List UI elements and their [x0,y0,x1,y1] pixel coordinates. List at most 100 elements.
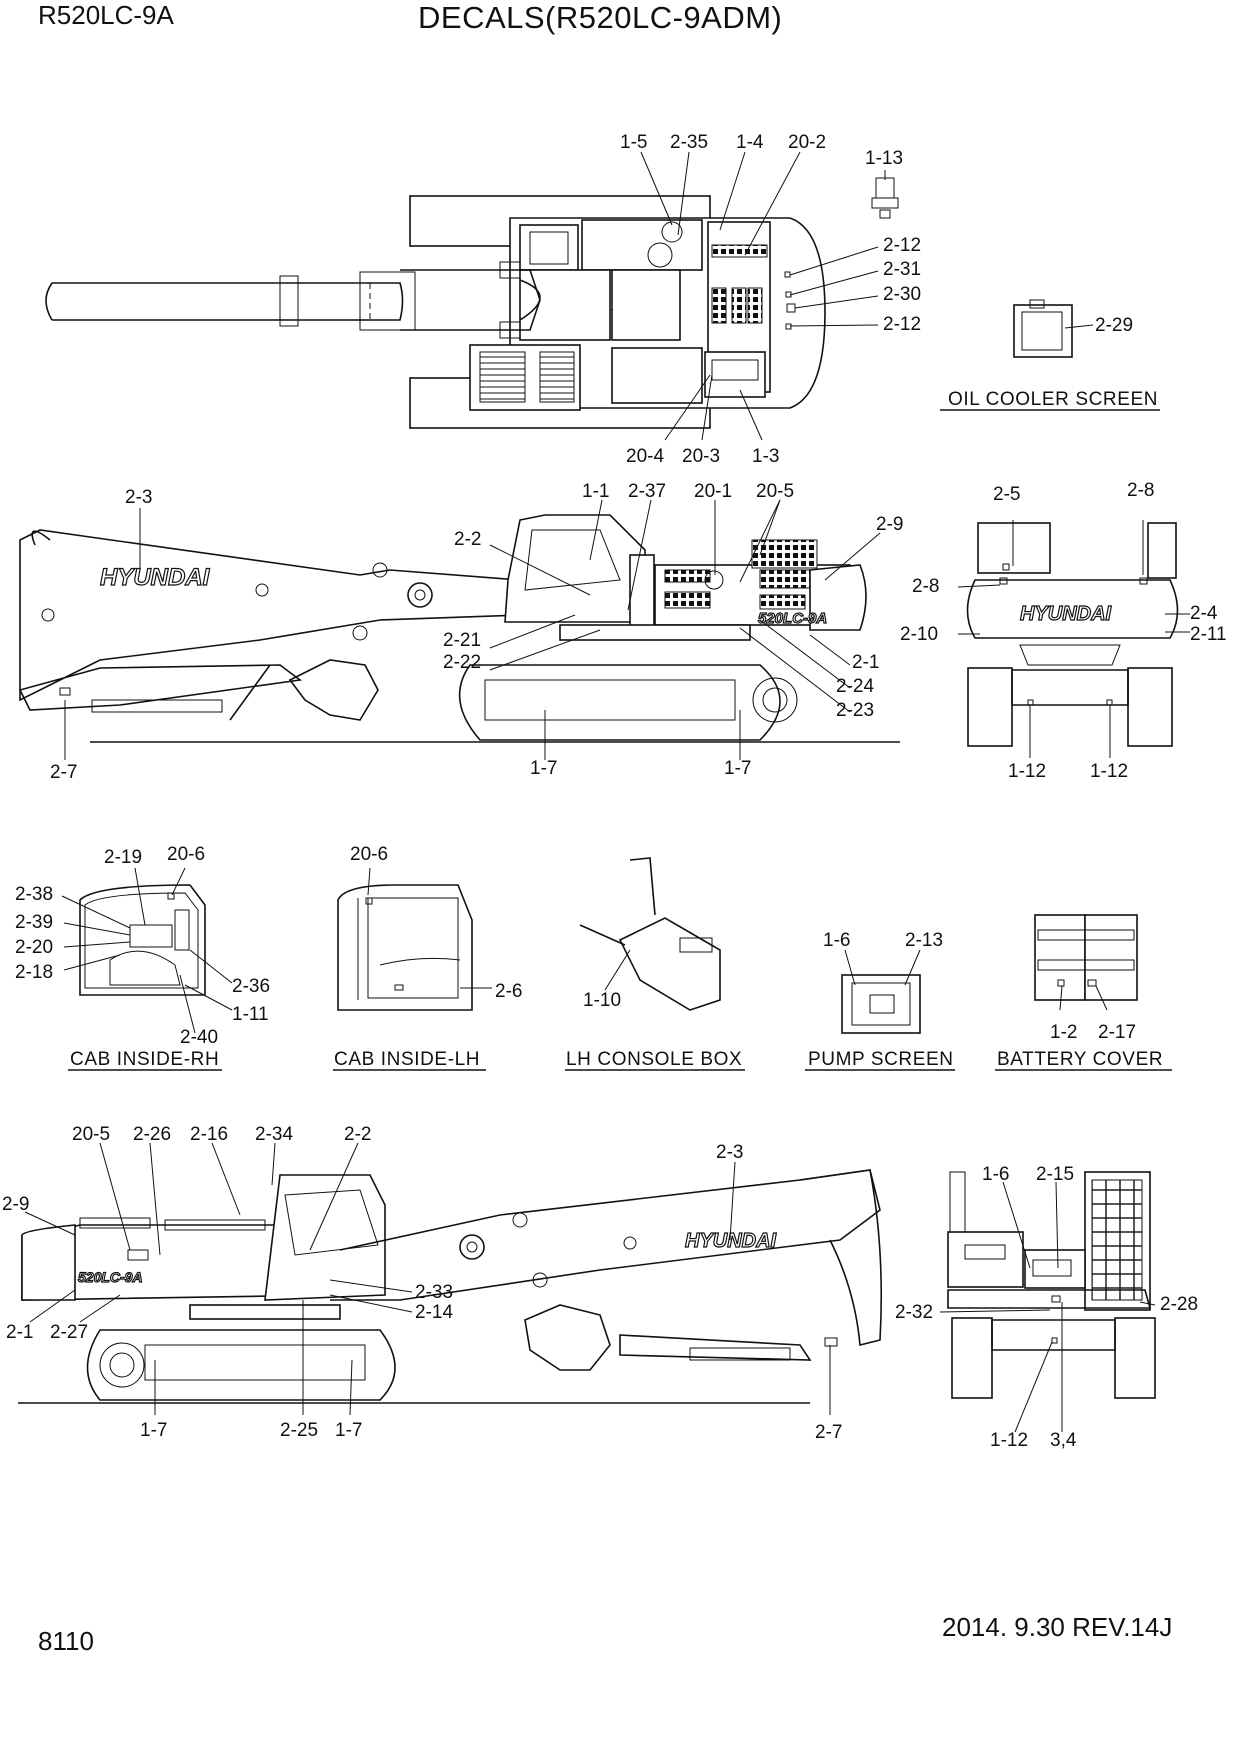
callout: 1-12 [990,1430,1028,1451]
counterweight-lh [21,1224,76,1301]
callout: 2-27 [50,1322,88,1343]
cab-lh [264,1174,386,1301]
hyundai-logo-boom-lh: HYUNDAI [685,1230,777,1252]
callout: 2-29 [1095,315,1133,336]
callout: 1-1 [582,481,609,502]
callout: 2-14 [415,1302,453,1323]
callout: 1-12 [1090,761,1128,782]
callout: 1-7 [335,1420,362,1441]
callout: 1-11 [232,1004,269,1025]
callout: 20-1 [694,481,732,502]
callout: 2-10 [900,624,938,645]
front-view [939,1171,1156,1433]
undercarriage-lh [86,1329,396,1401]
callout: 20-6 [167,844,205,865]
callout: 20-5 [72,1124,110,1145]
cab-inside-rh-detail [61,867,233,1071]
caption-oil-cooler-screen: OIL COOLER SCREEN [948,389,1158,410]
callout: 1-7 [724,758,751,779]
callout: 1-12 [1008,761,1046,782]
callout: 2-40 [180,1027,218,1048]
boom-top [52,282,404,321]
callout: 2-7 [50,762,77,783]
callout: 2-20 [15,937,53,958]
callout: 2-4 [1190,603,1218,624]
revision-date: 2014. 9.30 REV.14J [942,1612,1173,1642]
cab-inside-lh-detail [333,867,492,1071]
callout: 2-30 [883,284,921,305]
callout: 2-1 [6,1322,33,1343]
callout: 2-34 [255,1124,293,1145]
hyundai-logo-rear: HYUNDAI [1020,603,1112,625]
top-leaders [640,151,886,441]
callout: 2-35 [670,132,708,153]
callout: 20-6 [350,844,388,865]
cab-rh [504,514,646,623]
callout: 2-9 [2,1194,29,1215]
radiator-top [704,351,766,398]
page-number: 8110 [38,1626,94,1656]
crusher-rh [288,659,379,721]
callout: 20-4 [626,446,664,467]
pump-screen-detail [805,949,955,1071]
callout: 1-7 [530,758,557,779]
drawing-title: DECALS(R520LC-9ADM) [418,0,783,35]
callout: 20-5 [756,481,794,502]
callout: 2-21 [443,630,481,651]
callout: 2-38 [15,884,53,905]
callout: 1-5 [620,132,647,153]
callout: 2-17 [1098,1022,1136,1043]
callout: 2-16 [190,1124,228,1145]
callout: 1-2 [1050,1022,1077,1043]
callout: 2-26 [133,1124,171,1145]
callout: 2-12 [883,314,921,335]
lh-console-box-detail [565,857,745,1071]
callout: 1-6 [982,1164,1009,1185]
callout: 2-8 [1127,480,1154,501]
model-badge-lh: 520LC-9A [78,1269,143,1285]
callout: 2-24 [836,676,874,697]
callout: 2-3 [716,1142,743,1163]
caption-lh-console-box: LH CONSOLE BOX [566,1049,742,1070]
battery-cover-detail [995,914,1172,1071]
counterweight-box [581,219,703,271]
undercarriage-rh [458,664,781,741]
rear-view: HYUNDAI [957,520,1190,758]
callout: 2-19 [104,847,142,868]
callout: 1-3 [752,446,779,467]
callout: 2-39 [15,912,53,933]
side-rh-leaders [64,499,881,760]
top-view [45,177,899,429]
callout: 20-3 [682,446,720,467]
callout: 2-31 [883,259,921,280]
callout: 2-13 [905,930,943,951]
caption-cab-inside-lh: CAB INSIDE-LH [334,1049,480,1070]
counterweight-rear [966,579,1179,639]
hyundai-logo-boom-rh: HYUNDAI [100,564,211,591]
callout: 20-2 [788,132,826,153]
side-view-lh: 520LC-9A HYUNDAI [18,1142,883,1416]
callout: 2-12 [883,235,921,256]
callout: 1-13 [865,148,903,169]
callout: 2-25 [280,1420,318,1441]
callout: 2-3 [125,487,152,508]
callout: 2-36 [232,976,270,997]
oil-cooler-screen-detail [940,299,1160,411]
callout-labels: 1-5 2-35 1-4 20-2 1-13 2-12 2-31 2-30 2-… [2,132,1227,1451]
callout: 2-1 [852,652,879,673]
model-code: R520LC-9A [38,0,174,30]
side-view-rh: HYUNDAI 520LC-9A [18,514,900,743]
caption-pump-screen: PUMP SCREEN [808,1049,954,1070]
callout: 2-8 [912,576,939,597]
callout: 2-23 [836,700,874,721]
section-captions: OIL COOLER SCREEN CAB INSIDE-RH CAB INSI… [70,389,1163,1070]
callout: 2-2 [454,529,481,550]
model-badge-rh: 520LC-9A [758,610,827,627]
callout: 2-2 [344,1124,371,1145]
callout: 2-22 [443,652,481,673]
callout: 2-28 [1160,1294,1198,1315]
callout: 2-18 [15,962,53,983]
callout: 1-4 [736,132,764,153]
counterweight-rh [809,564,867,631]
